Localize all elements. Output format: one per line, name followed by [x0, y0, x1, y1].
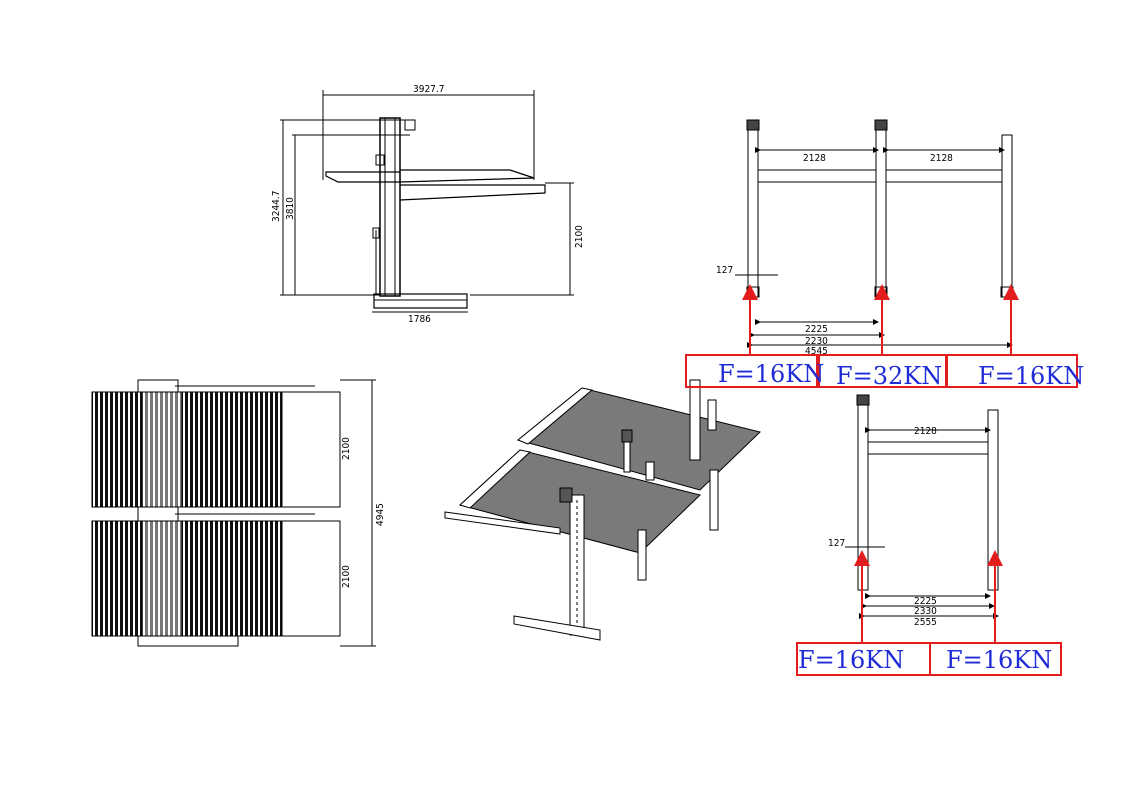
dim-top-length: 3927.7	[413, 84, 444, 95]
front-view-single: 2128 127 2225 2330 2555 F=16KN F=16KN	[796, 394, 1062, 676]
front-view-triple: 2128 2128 127 2225 2230 4545 F=16KN F=32…	[685, 119, 1084, 390]
side-view: 3927.7 3244.7 3810 2100 1786	[271, 84, 585, 325]
dim-single-total: 2555	[914, 617, 937, 628]
load-label-left: F=16KN	[718, 360, 824, 388]
dim-post-width: 127	[716, 265, 733, 276]
dim-span-right: 2128	[930, 153, 953, 164]
dim-inner: 2225	[805, 324, 828, 335]
dim-left-outer: 3244.7	[271, 191, 282, 222]
dim-plan-upper: 2100	[341, 437, 352, 460]
dim-single-post: 127	[828, 538, 845, 549]
plan-view: 4945 2100 2100	[91, 379, 386, 647]
dim-span-left: 2128	[803, 153, 826, 164]
isometric-view	[444, 379, 761, 641]
dim-plan-total: 4945	[375, 503, 386, 526]
load-label-single-left: F=16KN	[798, 646, 904, 674]
load-box-single-right	[929, 642, 1062, 676]
dim-plan-lower: 2100	[341, 565, 352, 588]
dim-right-height: 2100	[574, 225, 585, 248]
load-label-single-right: F=16KN	[946, 646, 1052, 674]
load-label-center: F=32KN	[836, 362, 942, 390]
dim-single-mid: 2330	[914, 606, 937, 617]
dim-total: 4545	[805, 346, 828, 357]
dim-base-width: 1786	[408, 314, 431, 325]
dim-single-inner: 2225	[914, 596, 937, 607]
load-box-right	[945, 354, 1078, 388]
load-label-right: F=16KN	[978, 362, 1084, 390]
dim-single-span: 2128	[914, 426, 937, 437]
load-box-left	[685, 354, 818, 388]
dim-mid: 2230	[805, 336, 828, 347]
dim-left-inner: 3810	[285, 197, 296, 220]
